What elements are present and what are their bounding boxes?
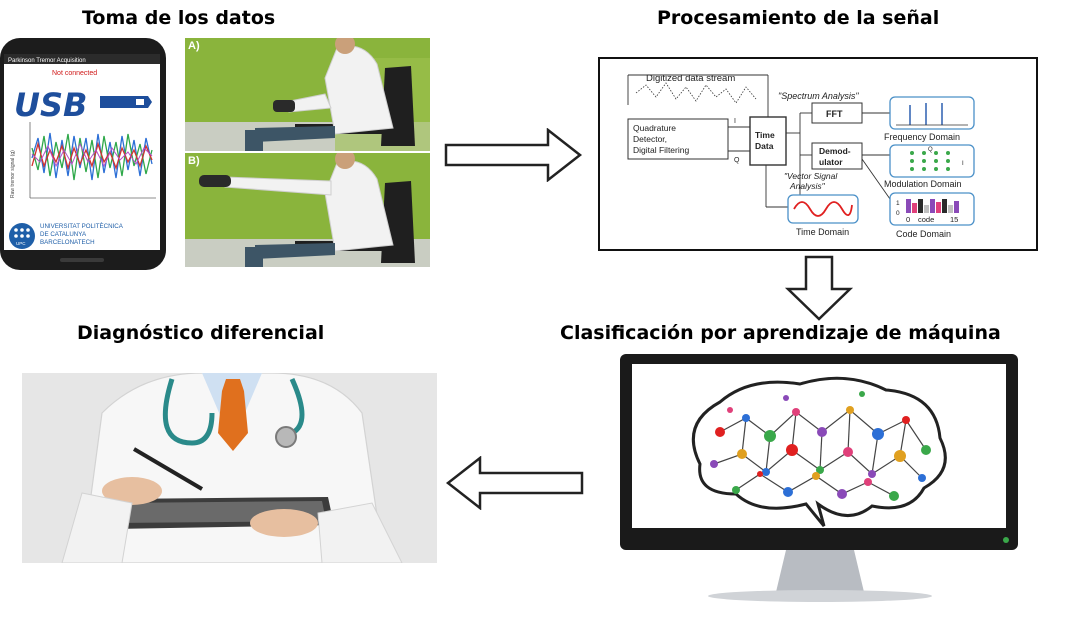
doctor-illustration (22, 373, 437, 563)
demodulator-label-1: Demod- (819, 146, 851, 156)
vector-analysis-label-2: Analysis" (789, 181, 826, 191)
code-axis-word: code (918, 215, 934, 224)
photo-posture-b: B) (185, 149, 430, 267)
signal-diagram-svg: Digitized data stream Quadrature Detecto… (627, 73, 975, 239)
detector-label-1: Quadrature (633, 123, 676, 133)
code-axis-15: 15 (950, 215, 958, 224)
doctor-svg (22, 373, 437, 563)
code-domain-label: Code Domain (896, 229, 951, 239)
title-data-collection: Toma de los datos (82, 7, 276, 29)
mod-i-label: I (962, 161, 964, 167)
university-line-2: DE CATALUNYA (40, 231, 87, 238)
university-line-3: BARCELONATECH (40, 239, 95, 246)
fft-label: FFT (826, 109, 843, 119)
monitor-illustration (610, 354, 1030, 604)
tremor-signal-plot: Raw tremor signal (g) (10, 122, 156, 199)
phone-status-bar (4, 54, 160, 64)
usb-logo-text: USB (14, 86, 87, 124)
tie-shape (218, 379, 248, 451)
phone-home-bar (60, 258, 104, 262)
phone-y-axis-label: Raw tremor signal (g) (10, 150, 16, 198)
photo-posture-a: A) (185, 34, 430, 151)
phone-svg: Parkinson Tremor Acquisition Not connect… (0, 38, 166, 270)
arrow-left-icon (445, 456, 584, 510)
modulation-domain-label: Modulation Domain (884, 179, 962, 189)
university-line-1: UNIVERSITAT POLITÈCNICA (40, 223, 124, 230)
title-ml-classification: Clasificación por aprendizaje de máquina (560, 322, 1001, 344)
monitor-svg (620, 354, 1018, 602)
code-zero-label: 0 (896, 210, 900, 217)
title-signal-processing: Procesamiento de la señal (657, 7, 940, 29)
stream-label: Digitized data stream (646, 73, 735, 84)
title-differential-diagnosis: Diagnóstico diferencial (77, 322, 325, 344)
phone-illustration: Parkinson Tremor Acquisition Not connect… (0, 38, 168, 270)
vector-analysis-label-1: "Vector Signal (784, 171, 838, 181)
time-data-label-2: Data (755, 141, 774, 151)
upc-logo-icon: UPC (9, 223, 35, 249)
stethoscope-icon (162, 378, 215, 446)
demodulator-label-2: ulator (819, 157, 843, 167)
photo-b-label: B) (188, 155, 200, 167)
photo-a-label: A) (188, 40, 200, 52)
phone-status-text: Not connected (52, 70, 97, 77)
detector-label-3: Digital Filtering (633, 145, 689, 155)
power-led-icon (1003, 537, 1009, 543)
code-axis-0: 0 (906, 215, 910, 224)
time-domain-label: Time Domain (796, 227, 849, 237)
code-one-label: 1 (896, 200, 900, 207)
frequency-domain-label: Frequency Domain (884, 132, 960, 142)
arrow-right-icon (444, 128, 583, 182)
i-channel-label: I (734, 118, 736, 125)
detector-label-2: Detector, (633, 134, 667, 144)
signal-processing-diagram: Digitized data stream Quadrature Detecto… (598, 57, 1038, 251)
time-data-label-1: Time (755, 130, 775, 140)
photo-a-svg: A) (185, 34, 430, 151)
q-channel-label: Q (734, 157, 740, 164)
arrow-down-icon (784, 255, 854, 321)
usb-logo-icon: USB (14, 86, 152, 124)
phone-header-text: Parkinson Tremor Acquisition (8, 58, 86, 64)
pen-icon (132, 447, 204, 491)
monitor-stand (776, 550, 864, 592)
brain-network-icon (691, 376, 947, 527)
spectrum-analysis-label: "Spectrum Analysis" (778, 91, 859, 101)
upc-badge-text: UPC (16, 241, 26, 246)
photo-b-svg: B) (185, 149, 430, 267)
mod-q-label: Q (928, 147, 933, 153)
